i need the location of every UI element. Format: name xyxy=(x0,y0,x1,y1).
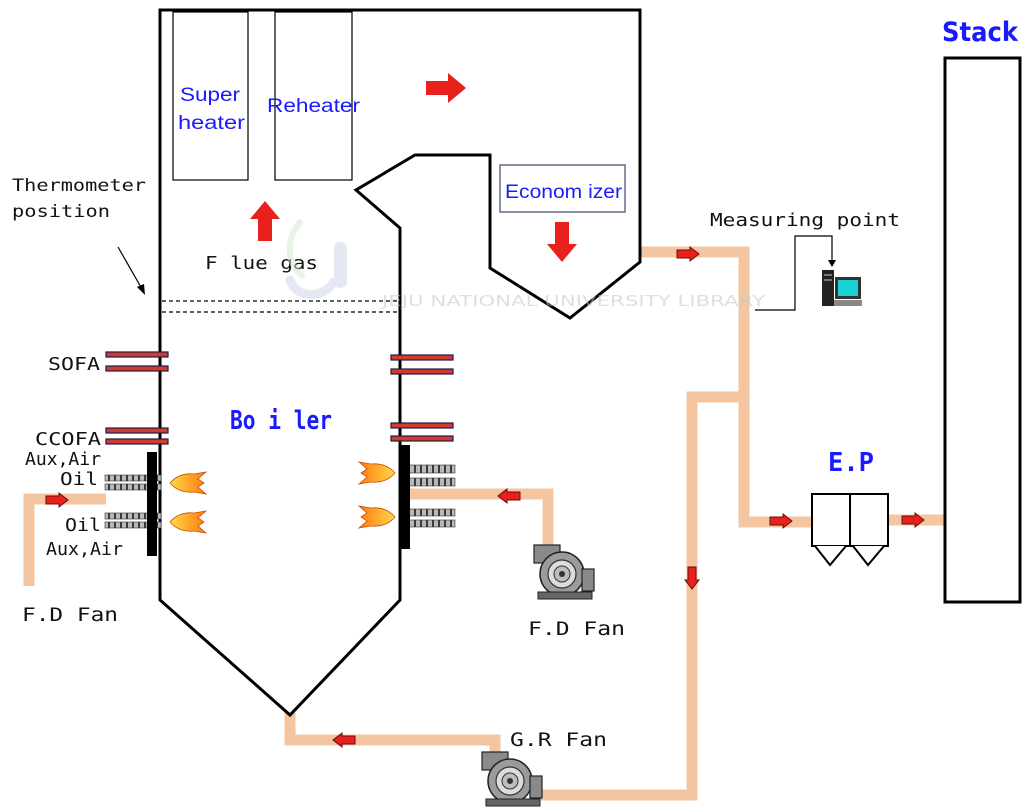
sofa-port xyxy=(390,354,454,361)
ccofa-port xyxy=(105,438,169,445)
fd-fan-left-label: F.D Fan xyxy=(22,604,118,626)
thermometer-label-line1: Thermometer xyxy=(12,176,146,196)
duct-fd-left xyxy=(23,493,106,586)
flue-gas-down-arrow-icon xyxy=(547,222,577,262)
duct-fd-right xyxy=(408,488,554,550)
flue-gas-up-arrow-icon xyxy=(250,201,280,241)
ccofa-ports-right xyxy=(390,422,454,442)
stack-label: Stack xyxy=(942,17,1019,48)
flow-arrow-icon xyxy=(332,731,356,749)
flue-gas-label: F lue gas xyxy=(205,253,318,274)
burner-tube xyxy=(104,483,162,491)
sofa-ports-right xyxy=(390,354,454,375)
ccofa-port xyxy=(105,427,169,434)
thermometer-pointer-arrow-icon xyxy=(137,284,145,295)
left-burners xyxy=(104,452,208,556)
aux-air-top-label: Aux,Air xyxy=(25,449,101,470)
oil-bottom-label: Oil xyxy=(65,515,101,536)
burner-plate-right xyxy=(400,445,410,549)
burner-tube xyxy=(404,464,456,474)
economizer-box xyxy=(499,164,626,213)
superheater-label-line1: Super xyxy=(180,85,241,106)
thermometer-pointer-line xyxy=(117,246,143,290)
flow-arrow-icon xyxy=(497,487,521,505)
measuring-point-arrow-icon xyxy=(828,260,836,267)
boiler-outline xyxy=(158,8,642,718)
ccofa-port xyxy=(390,422,454,429)
flow-arrows xyxy=(45,245,925,749)
oil-top-label: Oil xyxy=(60,469,98,490)
fd-fan-right xyxy=(533,544,595,600)
ccofa-label: CCOFA xyxy=(35,429,101,450)
superheater-label-line2: heater xyxy=(178,113,246,134)
burner-tube xyxy=(404,477,456,487)
reheater-box xyxy=(274,11,353,181)
burner-plate-left xyxy=(147,452,157,556)
flow-arrow-icon xyxy=(683,566,701,590)
measuring-point-label: Measuring point xyxy=(710,210,900,231)
reheater-label: Reheater xyxy=(267,96,361,117)
measuring-point-signal-line xyxy=(755,235,833,311)
flame-icon xyxy=(357,505,396,529)
watermark-logo xyxy=(285,219,347,299)
gr-fan-label: G.R Fan xyxy=(510,729,607,751)
burner-tube xyxy=(104,512,162,520)
right-burners xyxy=(357,445,456,549)
burner-tube xyxy=(104,474,162,482)
blower-fan-icon xyxy=(481,751,543,807)
flame-icon xyxy=(357,461,396,485)
flue-gas-right-arrow-icon xyxy=(426,73,466,103)
ep-hopper-left xyxy=(814,545,847,567)
stack xyxy=(943,56,1022,604)
flow-arrow-icon xyxy=(901,511,925,529)
burner-tube xyxy=(404,519,456,528)
watermark: JEJU NATIONAL UNIVERSITY LIBRARY xyxy=(285,219,767,310)
sofa-port xyxy=(105,365,169,372)
gr-fan xyxy=(481,751,543,807)
ccofa-port xyxy=(390,435,454,442)
duct-gr-inlet xyxy=(284,712,501,756)
sofa-ports-left xyxy=(105,351,169,372)
aux-air-bottom-label: Aux,Air xyxy=(46,539,123,560)
ccofa-ports-left xyxy=(105,427,169,445)
sofa-port xyxy=(390,368,454,375)
fd-fan-right-label: F.D Fan xyxy=(528,618,625,640)
watermark-english: JEJU NATIONAL UNIVERSITY LIBRARY xyxy=(381,292,767,310)
ep-label: E.P xyxy=(828,448,874,478)
electrostatic-precipitator xyxy=(811,493,889,567)
computer-icon xyxy=(822,270,862,306)
sofa-label: SOFA xyxy=(48,354,100,375)
duct-gr-return xyxy=(540,391,744,801)
superheater-box xyxy=(172,11,249,181)
blower-fan-icon xyxy=(533,544,595,600)
flame-icon xyxy=(169,471,208,495)
flow-arrow-icon xyxy=(676,245,700,263)
flame-icon xyxy=(169,510,208,534)
economizer-label: Econom izer xyxy=(505,182,623,203)
flow-arrow-icon xyxy=(45,491,69,509)
boiler-label: Bo i ler xyxy=(230,406,332,436)
burner-tube xyxy=(104,521,162,529)
flow-arrow-icon xyxy=(769,512,793,530)
thermometer-label-line2: position xyxy=(12,202,110,222)
ep-hopper-right xyxy=(852,545,885,567)
burner-tube xyxy=(404,508,456,517)
sofa-port xyxy=(105,351,169,358)
